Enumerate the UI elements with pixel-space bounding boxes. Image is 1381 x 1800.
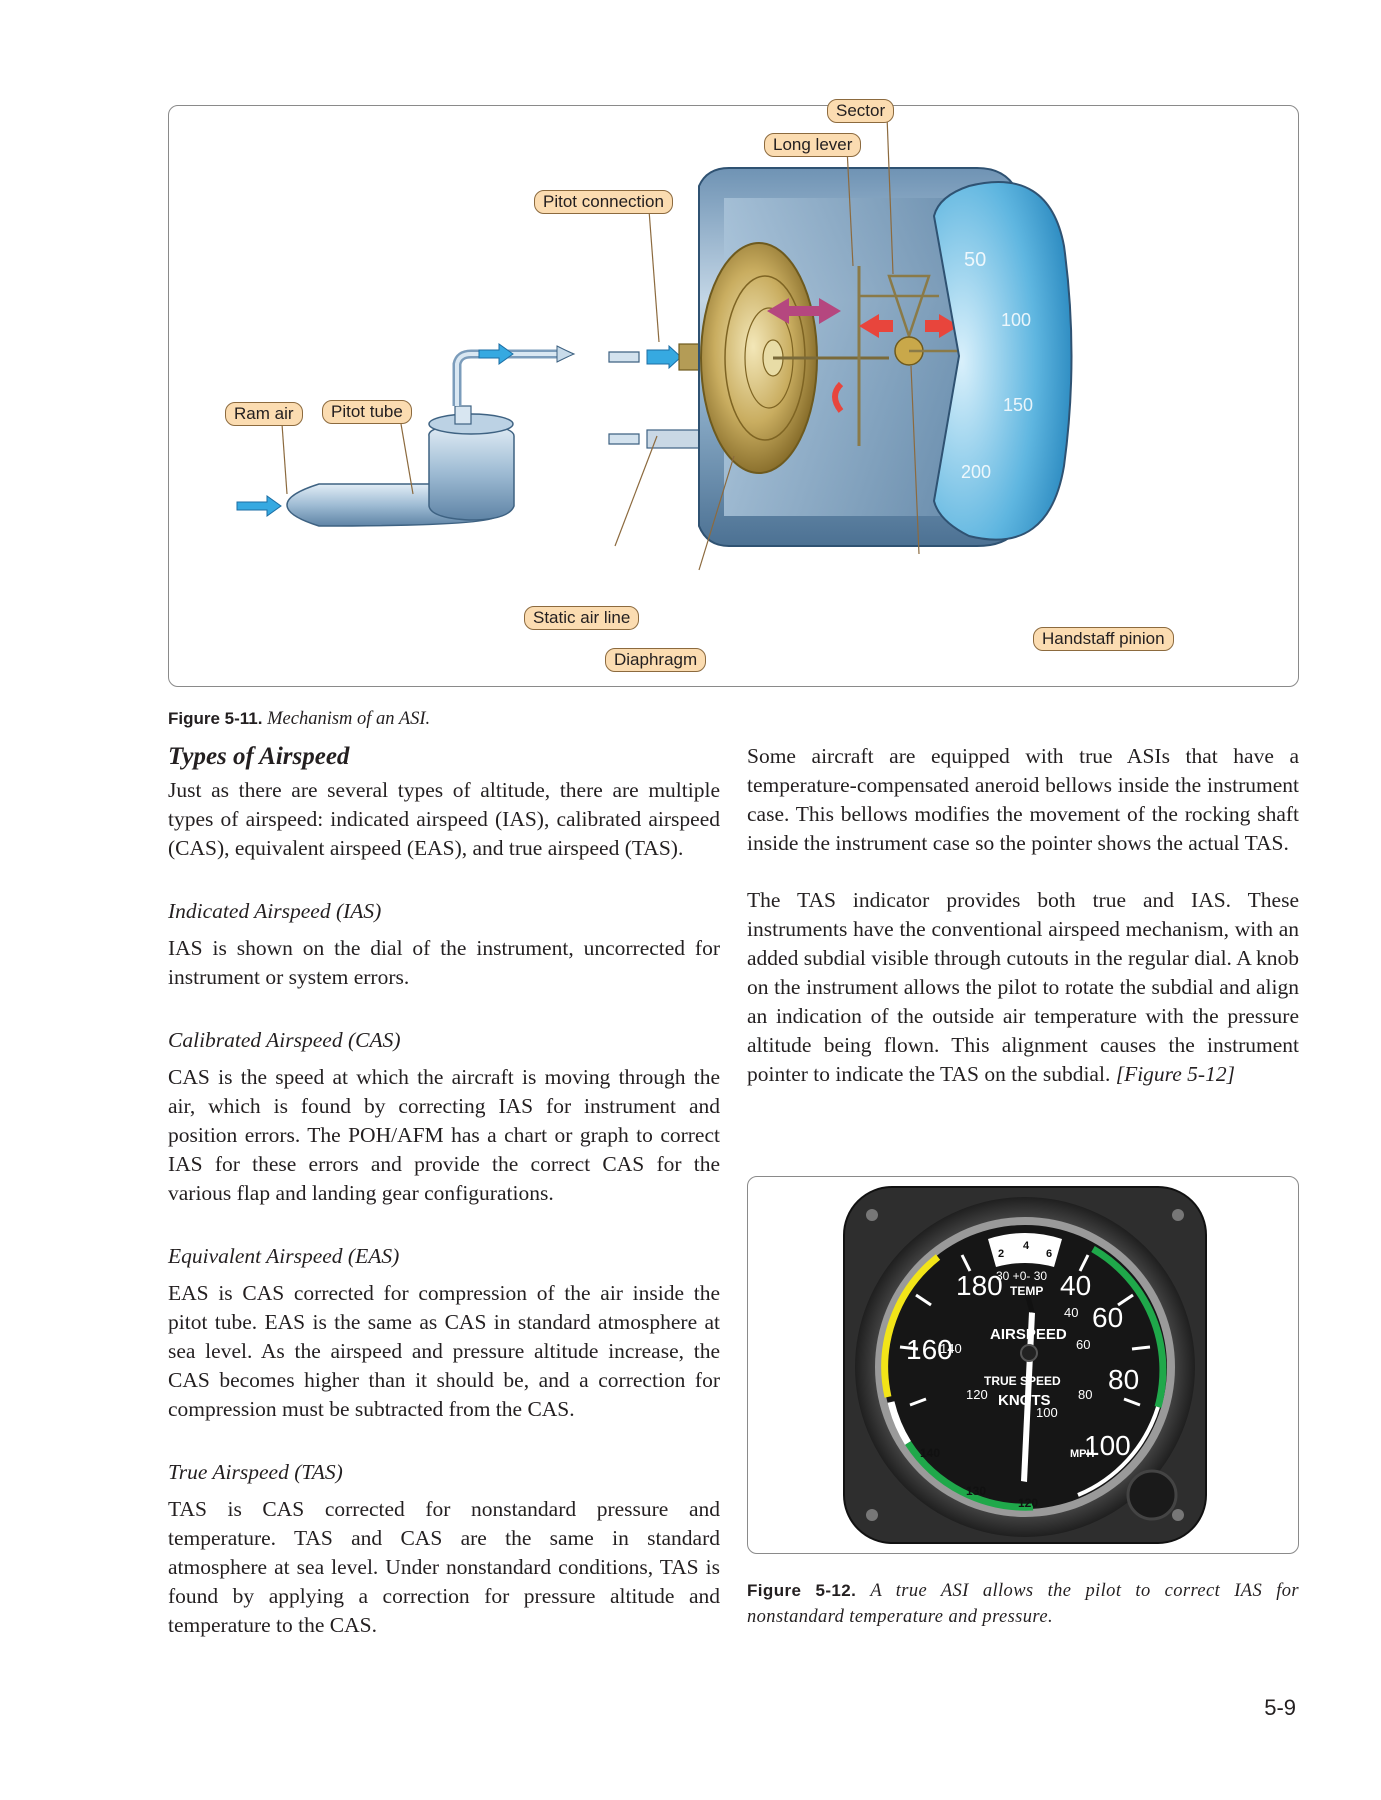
inner-number-80: 80 — [1078, 1387, 1092, 1402]
left-column: Types of Airspeed Just as there are seve… — [168, 742, 720, 1640]
subheading-tas: True Airspeed (TAS) — [168, 1460, 343, 1484]
subheading-cas: Calibrated Airspeed (CAS) — [168, 1028, 401, 1052]
white-arc — [887, 1401, 912, 1445]
callout-leaders — [281, 115, 920, 571]
dial-number-200: 200 — [961, 462, 991, 482]
dial-number-100: 100 — [1084, 1430, 1131, 1461]
right-column: Some aircraft are equipped with true ASI… — [747, 742, 1299, 1089]
paragraph-true-asi: Some aircraft are equipped with true ASI… — [747, 744, 1299, 855]
paragraph-ias: IAS is shown on the dial of the instrume… — [168, 936, 720, 989]
yellow-arc — [881, 1254, 941, 1398]
callout-diaphragm: Diaphragm — [605, 648, 707, 672]
green-arc — [905, 1441, 1034, 1511]
mph-number-140: 140 — [920, 1446, 940, 1460]
label-temp: TEMP — [1010, 1284, 1043, 1298]
inner-number-140: 140 — [940, 1341, 962, 1356]
label-mph: MPH — [1070, 1448, 1095, 1460]
subheading-eas: Equivalent Airspeed (EAS) — [168, 1244, 400, 1268]
label-true-speed: TRUE SPEED — [984, 1374, 1061, 1388]
caption-label: Figure 5-11. — [168, 709, 263, 728]
inner-number-60: 60 — [1076, 1337, 1090, 1352]
dial-number-60: 60 — [1092, 1302, 1123, 1333]
dial-number-40: 40 — [1060, 1270, 1091, 1301]
paragraph-tas: TAS is CAS corrected for nonstandard pre… — [168, 1497, 720, 1637]
callout-sector: Sector — [827, 99, 895, 123]
mph-number-120: 120 — [1018, 1496, 1038, 1510]
dial-number-100: 100 — [1001, 310, 1031, 330]
temp-scale-4: 4 — [1023, 1240, 1030, 1252]
page-number: 5-9 — [1264, 1695, 1296, 1720]
callout-pitot-connection: Pitot connection — [534, 190, 673, 214]
paragraph-intro: Just as there are several types of altit… — [168, 778, 720, 860]
figure-asi-mechanism: 50 100 150 200 Sector Long lever Pitot c… — [168, 99, 1299, 687]
asi-mechanism-illustration: 50 100 150 200 — [236, 115, 1073, 571]
callout-pitot-tube: Pitot tube — [322, 400, 412, 424]
dial-number-80: 80 — [1108, 1364, 1139, 1395]
true-asi-illustration: 2 4 6 30 +0- 30 TEMP 180 40 60 80 100 16… — [843, 1186, 1207, 1544]
callout-handstaff-pinion: Handstaff pinion — [1033, 627, 1174, 651]
dial-number-180: 180 — [956, 1270, 1003, 1301]
temp-scale-6: 6 — [1046, 1248, 1052, 1260]
figure-reference: [Figure 5-12] — [1115, 1062, 1235, 1086]
mph-number-130: 130 — [966, 1484, 986, 1498]
tick-marks — [899, 1237, 1151, 1407]
figure-5-11-caption: Figure 5-11. Mechanism of an ASI. — [168, 706, 430, 732]
label-knots: KNOTS — [998, 1392, 1051, 1409]
ram-air-arrow — [236, 495, 282, 517]
dial-number-150: 150 — [1003, 395, 1033, 415]
paragraph-cas: CAS is the speed at which the aircraft i… — [168, 1065, 720, 1205]
caption-text: Mechanism of an ASI. — [267, 709, 431, 729]
caption-text: A true ASI allows the pilot to correct I… — [747, 1581, 1300, 1627]
paragraph-tas-indicator: The TAS indicator provides both true and… — [747, 886, 1299, 1089]
subheading-ias: Indicated Airspeed (IAS) — [168, 899, 382, 923]
dial-number-160: 160 — [906, 1334, 953, 1365]
dial-face — [932, 181, 1073, 541]
paragraph-tas-indicator-text: The TAS indicator provides both true and… — [747, 888, 1299, 1086]
caption-label: Figure 5-12. — [747, 1581, 857, 1600]
dial-number-50: 50 — [964, 249, 986, 271]
figure-5-12-caption: Figure 5-12. A true ASI allows the pilot… — [747, 1578, 1299, 1630]
callout-ram-air: Ram air — [225, 402, 303, 426]
callout-long-lever: Long lever — [764, 133, 862, 157]
sector — [887, 274, 931, 340]
temp-scale-2: 2 — [998, 1248, 1004, 1260]
inner-number-40: 40 — [1064, 1305, 1078, 1320]
inner-number-100: 100 — [1036, 1405, 1058, 1420]
inner-number-120: 120 — [966, 1387, 988, 1402]
paragraph-eas: EAS is CAS corrected for compression of … — [168, 1281, 720, 1421]
callout-static-air-line: Static air line — [524, 606, 640, 630]
figure-true-asi: 2 4 6 30 +0- 30 TEMP 180 40 60 80 100 16… — [747, 1176, 1299, 1554]
temperature-knob — [1126, 1469, 1178, 1521]
section-heading-types-of-airspeed: Types of Airspeed — [168, 743, 350, 770]
temp-marks: 30 +0- 30 — [996, 1269, 1047, 1283]
